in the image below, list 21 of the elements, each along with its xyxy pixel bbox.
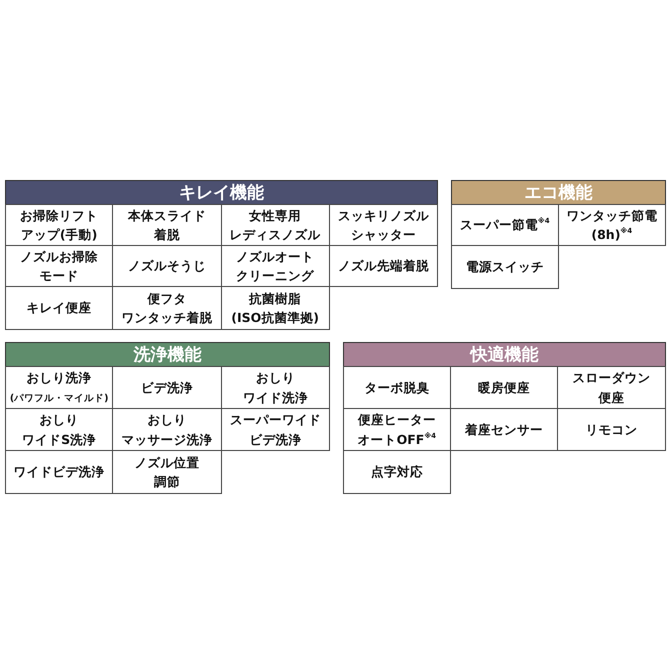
feature-cell: ターボ脱臭 bbox=[343, 366, 451, 409]
feature-cell: リモコン bbox=[557, 408, 666, 451]
feature-cell: おしりワイド洗浄 bbox=[220, 366, 330, 409]
feature-cell: お掃除リフトアップ(手動) bbox=[5, 204, 114, 246]
section-header: エコ機能 bbox=[451, 180, 666, 205]
feature-cell: 電源スイッチ bbox=[451, 245, 558, 289]
feature-cell: スーパーワイドビデ洗浄 bbox=[220, 408, 330, 451]
section-header: キレイ機能 bbox=[5, 180, 438, 205]
feature-cell: 抗菌樹脂(ISO抗菌準拠) bbox=[220, 286, 330, 330]
feature-cell: ノズル位置調節 bbox=[112, 450, 222, 494]
feature-cell: おしり洗浄(パワフル・マイルド) bbox=[5, 366, 114, 409]
section-header: 洗浄機能 bbox=[5, 342, 330, 367]
section-header: 快適機能 bbox=[343, 342, 666, 367]
feature-cell: ワンタッチ節電(8h)$^{※4}$ bbox=[558, 204, 666, 246]
feature-cell: スローダウン便座 bbox=[557, 366, 666, 409]
feature-cell: 点字対応 bbox=[343, 450, 451, 494]
feature-cell: ワイドビデ洗浄 bbox=[5, 450, 114, 494]
feature-cell: キレイ便座 bbox=[5, 286, 114, 330]
feature-cell: ノズル先端着脱 bbox=[328, 245, 438, 287]
feature-cell: スーパー節電$^{※4}$ bbox=[451, 204, 558, 246]
feature-cell: スッキリノズルシャッター bbox=[328, 204, 438, 246]
